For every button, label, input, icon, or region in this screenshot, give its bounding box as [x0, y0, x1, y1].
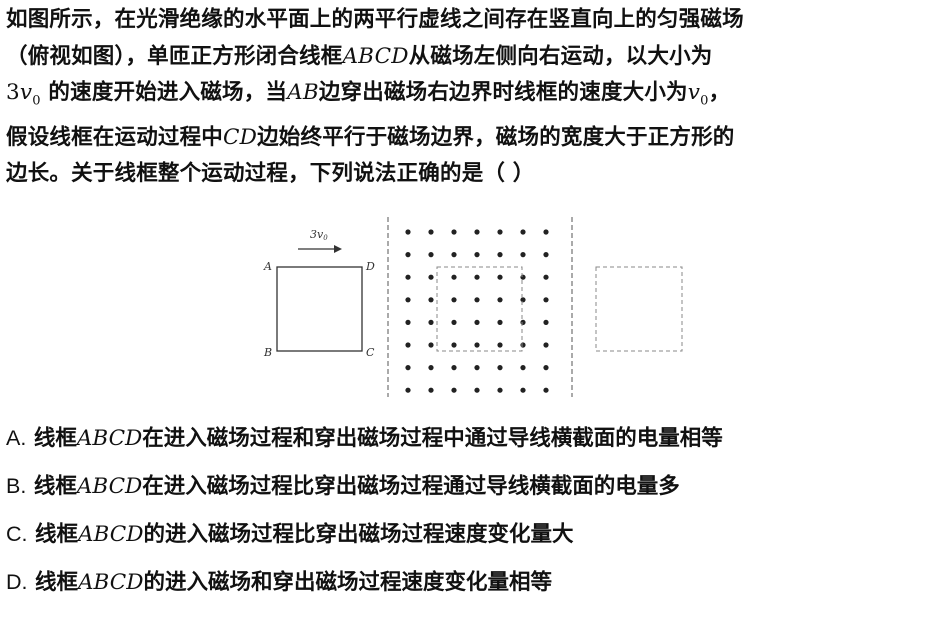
field-dot — [474, 342, 480, 348]
field-dot — [520, 387, 526, 393]
field-dot — [543, 229, 549, 235]
option-b[interactable]: B. 线框ABCD在进入磁场过程比穿出磁场过程通过导线横截面的电量多 — [6, 474, 680, 499]
field-dot — [428, 229, 434, 235]
field-dot — [497, 274, 503, 280]
field-dot — [451, 365, 457, 371]
field-dot — [497, 319, 503, 325]
field-dot — [428, 274, 434, 280]
velocity-arrow — [298, 245, 342, 253]
frame-in-field — [436, 266, 523, 352]
field-dot — [497, 365, 503, 371]
field-dot — [405, 229, 411, 235]
field-dot — [543, 252, 549, 258]
stem-line-4: 假设线框在运动过程中CD边始终平行于磁场边界，磁场的宽度大于正方形的 — [6, 124, 735, 150]
field-dot — [520, 274, 526, 280]
field-dot — [520, 365, 526, 371]
frame-name: ABCD — [342, 43, 409, 69]
field-dot — [405, 274, 411, 280]
velocity-label: 3v0 — [310, 228, 328, 242]
option-c[interactable]: C. 线框ABCD的进入磁场过程比穿出磁场过程速度变化量大 — [6, 522, 574, 547]
field-dot — [543, 274, 549, 280]
field-dot — [451, 274, 457, 280]
field-dot — [497, 342, 503, 348]
frame-after-exit — [595, 266, 683, 352]
field-dot — [428, 365, 434, 371]
field-dot — [520, 319, 526, 325]
physics-figure: 3v0 A D B C — [250, 212, 700, 402]
field-dot — [474, 319, 480, 325]
edge-ab: AB — [287, 80, 319, 105]
field-dot — [451, 229, 457, 235]
square-frame — [276, 266, 363, 352]
field-dot — [428, 319, 434, 325]
field-dot — [451, 252, 457, 258]
field-dot — [405, 319, 411, 325]
final-speed: v0 — [687, 80, 709, 109]
field-dot — [474, 252, 480, 258]
field-dot — [474, 229, 480, 235]
field-dot — [428, 252, 434, 258]
field-dot — [474, 387, 480, 393]
field-dot — [428, 297, 434, 303]
field-dot — [520, 229, 526, 235]
field-dot — [474, 365, 480, 371]
option-a[interactable]: A. 线框ABCD在进入磁场过程和穿出磁场过程中通过导线横截面的电量相等 — [6, 426, 723, 451]
stem-line-2: （俯视如图），单匝正方形闭合线框ABCD从磁场左侧向右运动，以大小为 — [6, 43, 713, 69]
field-dot — [520, 342, 526, 348]
field-dot — [451, 319, 457, 325]
stem-line-1: 如图所示，在光滑绝缘的水平面上的两平行虚线之间存在竖直向上的匀强磁场 — [6, 7, 744, 32]
field-dot — [497, 297, 503, 303]
label-a: A — [263, 260, 272, 273]
field-dot — [405, 297, 411, 303]
field-dot — [474, 297, 480, 303]
stem-line-3: 3v0 的速度开始进入磁场，当AB边穿出磁场右边界时线框的速度大小为v0， — [6, 80, 731, 109]
field-dot — [520, 252, 526, 258]
field-dot — [428, 342, 434, 348]
initial-speed: 3v0 — [6, 80, 41, 109]
field-dot — [543, 297, 549, 303]
field-dot — [451, 297, 457, 303]
magnetic-field-diagram: 3v0 A D B C — [263, 217, 683, 397]
field-dot — [405, 342, 411, 348]
field-dots — [405, 229, 549, 393]
field-dot — [497, 252, 503, 258]
field-dot — [497, 387, 503, 393]
field-dot — [405, 365, 411, 371]
option-d[interactable]: D. 线框ABCD的进入磁场和穿出磁场过程速度变化量相等 — [6, 570, 552, 595]
edge-cd: CD — [223, 124, 258, 150]
label-b: B — [263, 346, 272, 359]
field-dot — [474, 274, 480, 280]
question-stem: 如图所示，在光滑绝缘的水平面上的两平行虚线之间存在竖直向上的匀强磁场 （俯视如图… — [6, 2, 936, 193]
field-dot — [405, 387, 411, 393]
answer-options: A. 线框ABCD在进入磁场过程和穿出磁场过程中通过导线横截面的电量相等 B. … — [6, 414, 936, 606]
field-dot — [543, 365, 549, 371]
stem-line-5: 边长。关于线框整个运动过程，下列说法正确的是（ ） — [6, 161, 535, 187]
field-dot — [497, 229, 503, 235]
field-dot — [405, 252, 411, 258]
field-dot — [428, 387, 434, 393]
field-dot — [451, 342, 457, 348]
field-dot — [543, 387, 549, 393]
field-dot — [543, 319, 549, 325]
field-dot — [520, 297, 526, 303]
label-d: D — [365, 260, 375, 273]
field-dot — [451, 387, 457, 393]
label-c: C — [366, 346, 375, 359]
field-dot — [543, 342, 549, 348]
